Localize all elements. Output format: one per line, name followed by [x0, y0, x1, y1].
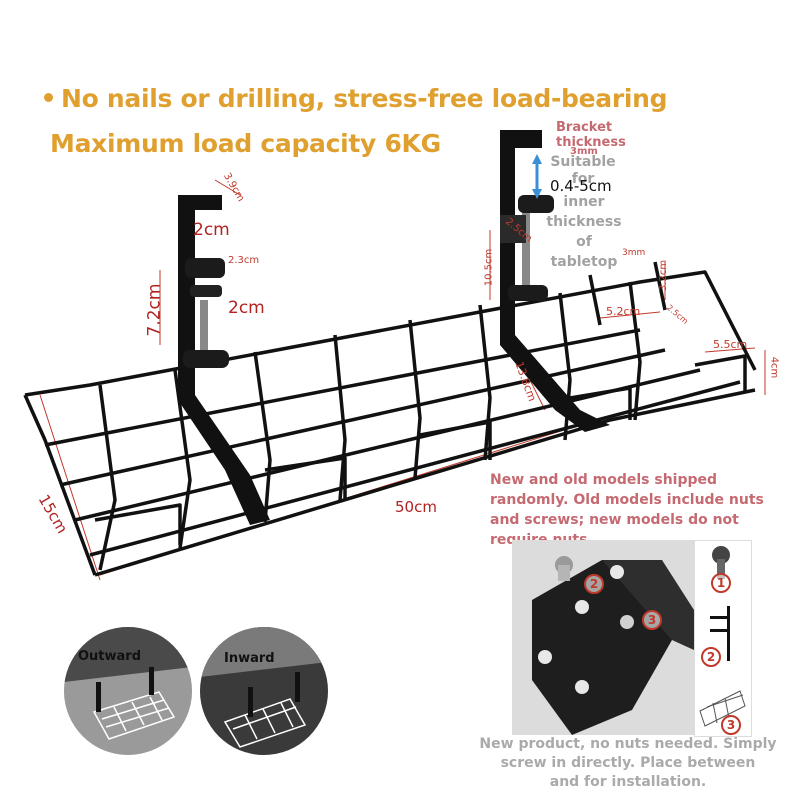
step-badge-3: 3	[642, 610, 662, 630]
wire-basket	[23, 261, 757, 577]
step-badge-2: 2	[584, 574, 604, 594]
bracket-closeup-image	[512, 540, 694, 735]
dim-3mm: 3mm	[622, 248, 646, 258]
outward-mount-image	[64, 627, 192, 755]
step-badge-3-parts: 3	[721, 715, 741, 735]
dim-2cm-mid: 2cm	[228, 298, 265, 318]
inner-line: tabletop	[550, 254, 618, 270]
suitable-for-note: Suitable for	[550, 154, 616, 188]
bullet-dot	[44, 92, 53, 102]
parts-diagram	[699, 546, 746, 727]
tabletop-range: 0.4-5cm	[550, 177, 612, 195]
dim-3-2cm: 3.2cm	[658, 259, 670, 292]
dim-10-5cm: 10.5cm	[483, 248, 495, 287]
dim-2-3cm: 2.3cm	[228, 255, 260, 266]
bracket-thickness-mm: 3mm	[570, 146, 598, 157]
dim-50cm: 50cm	[395, 498, 437, 516]
dim-5-2cm: 5.2cm	[606, 305, 641, 318]
left-bracket	[178, 195, 270, 525]
bracket-thickness-line: Bracket	[556, 120, 613, 135]
inner-line: of	[576, 234, 592, 250]
inner-line: thickness	[546, 214, 622, 230]
inner-line: inner	[563, 194, 605, 210]
headline-line2: Maximum load capacity 6KG	[50, 129, 441, 158]
inward-mount-badge: Inward	[200, 627, 328, 755]
installation-note-line: New product, no nuts needed. Simply	[479, 736, 777, 752]
headline-line1-text: No nails or drilling, stress-free load-b…	[61, 84, 668, 113]
installation-note-line: screw in directly. Place between	[500, 755, 756, 771]
shipping-note: New and old models shipped randomly. Old…	[490, 472, 764, 548]
right-bracket	[500, 130, 610, 432]
dim-7-2cm: 7.2cm	[144, 283, 165, 337]
outward-mount-badge: Outward	[64, 627, 192, 755]
inner-thickness-note: inner thickness of tabletop	[546, 192, 622, 272]
dim-5-5cm: 5.5cm	[713, 338, 748, 351]
inward-label: Inward	[224, 651, 275, 666]
suitable-line: Suitable	[550, 154, 616, 170]
step-badge-1: 1	[711, 573, 731, 593]
suitable-line: for	[571, 171, 595, 187]
dim-2cm-top: 2cm	[193, 220, 230, 240]
inward-mount-image	[200, 627, 328, 755]
step-badge-2-parts: 2	[701, 647, 721, 667]
dim-4cm: 4cm	[768, 356, 780, 379]
bracket-thickness-note: Bracket thickness	[556, 120, 626, 150]
installation-photo-panel: 2 3	[512, 540, 694, 735]
installation-steps-panel: 1 2 3	[694, 540, 752, 737]
headline-line1: No nails or drilling, stress-free load-b…	[44, 84, 668, 113]
installation-note-line: and for installation.	[549, 774, 707, 790]
outward-label: Outward	[78, 649, 142, 664]
bracket-thickness-line: thickness	[556, 135, 626, 150]
installation-note: New product, no nuts needed. Simply scre…	[478, 735, 778, 792]
